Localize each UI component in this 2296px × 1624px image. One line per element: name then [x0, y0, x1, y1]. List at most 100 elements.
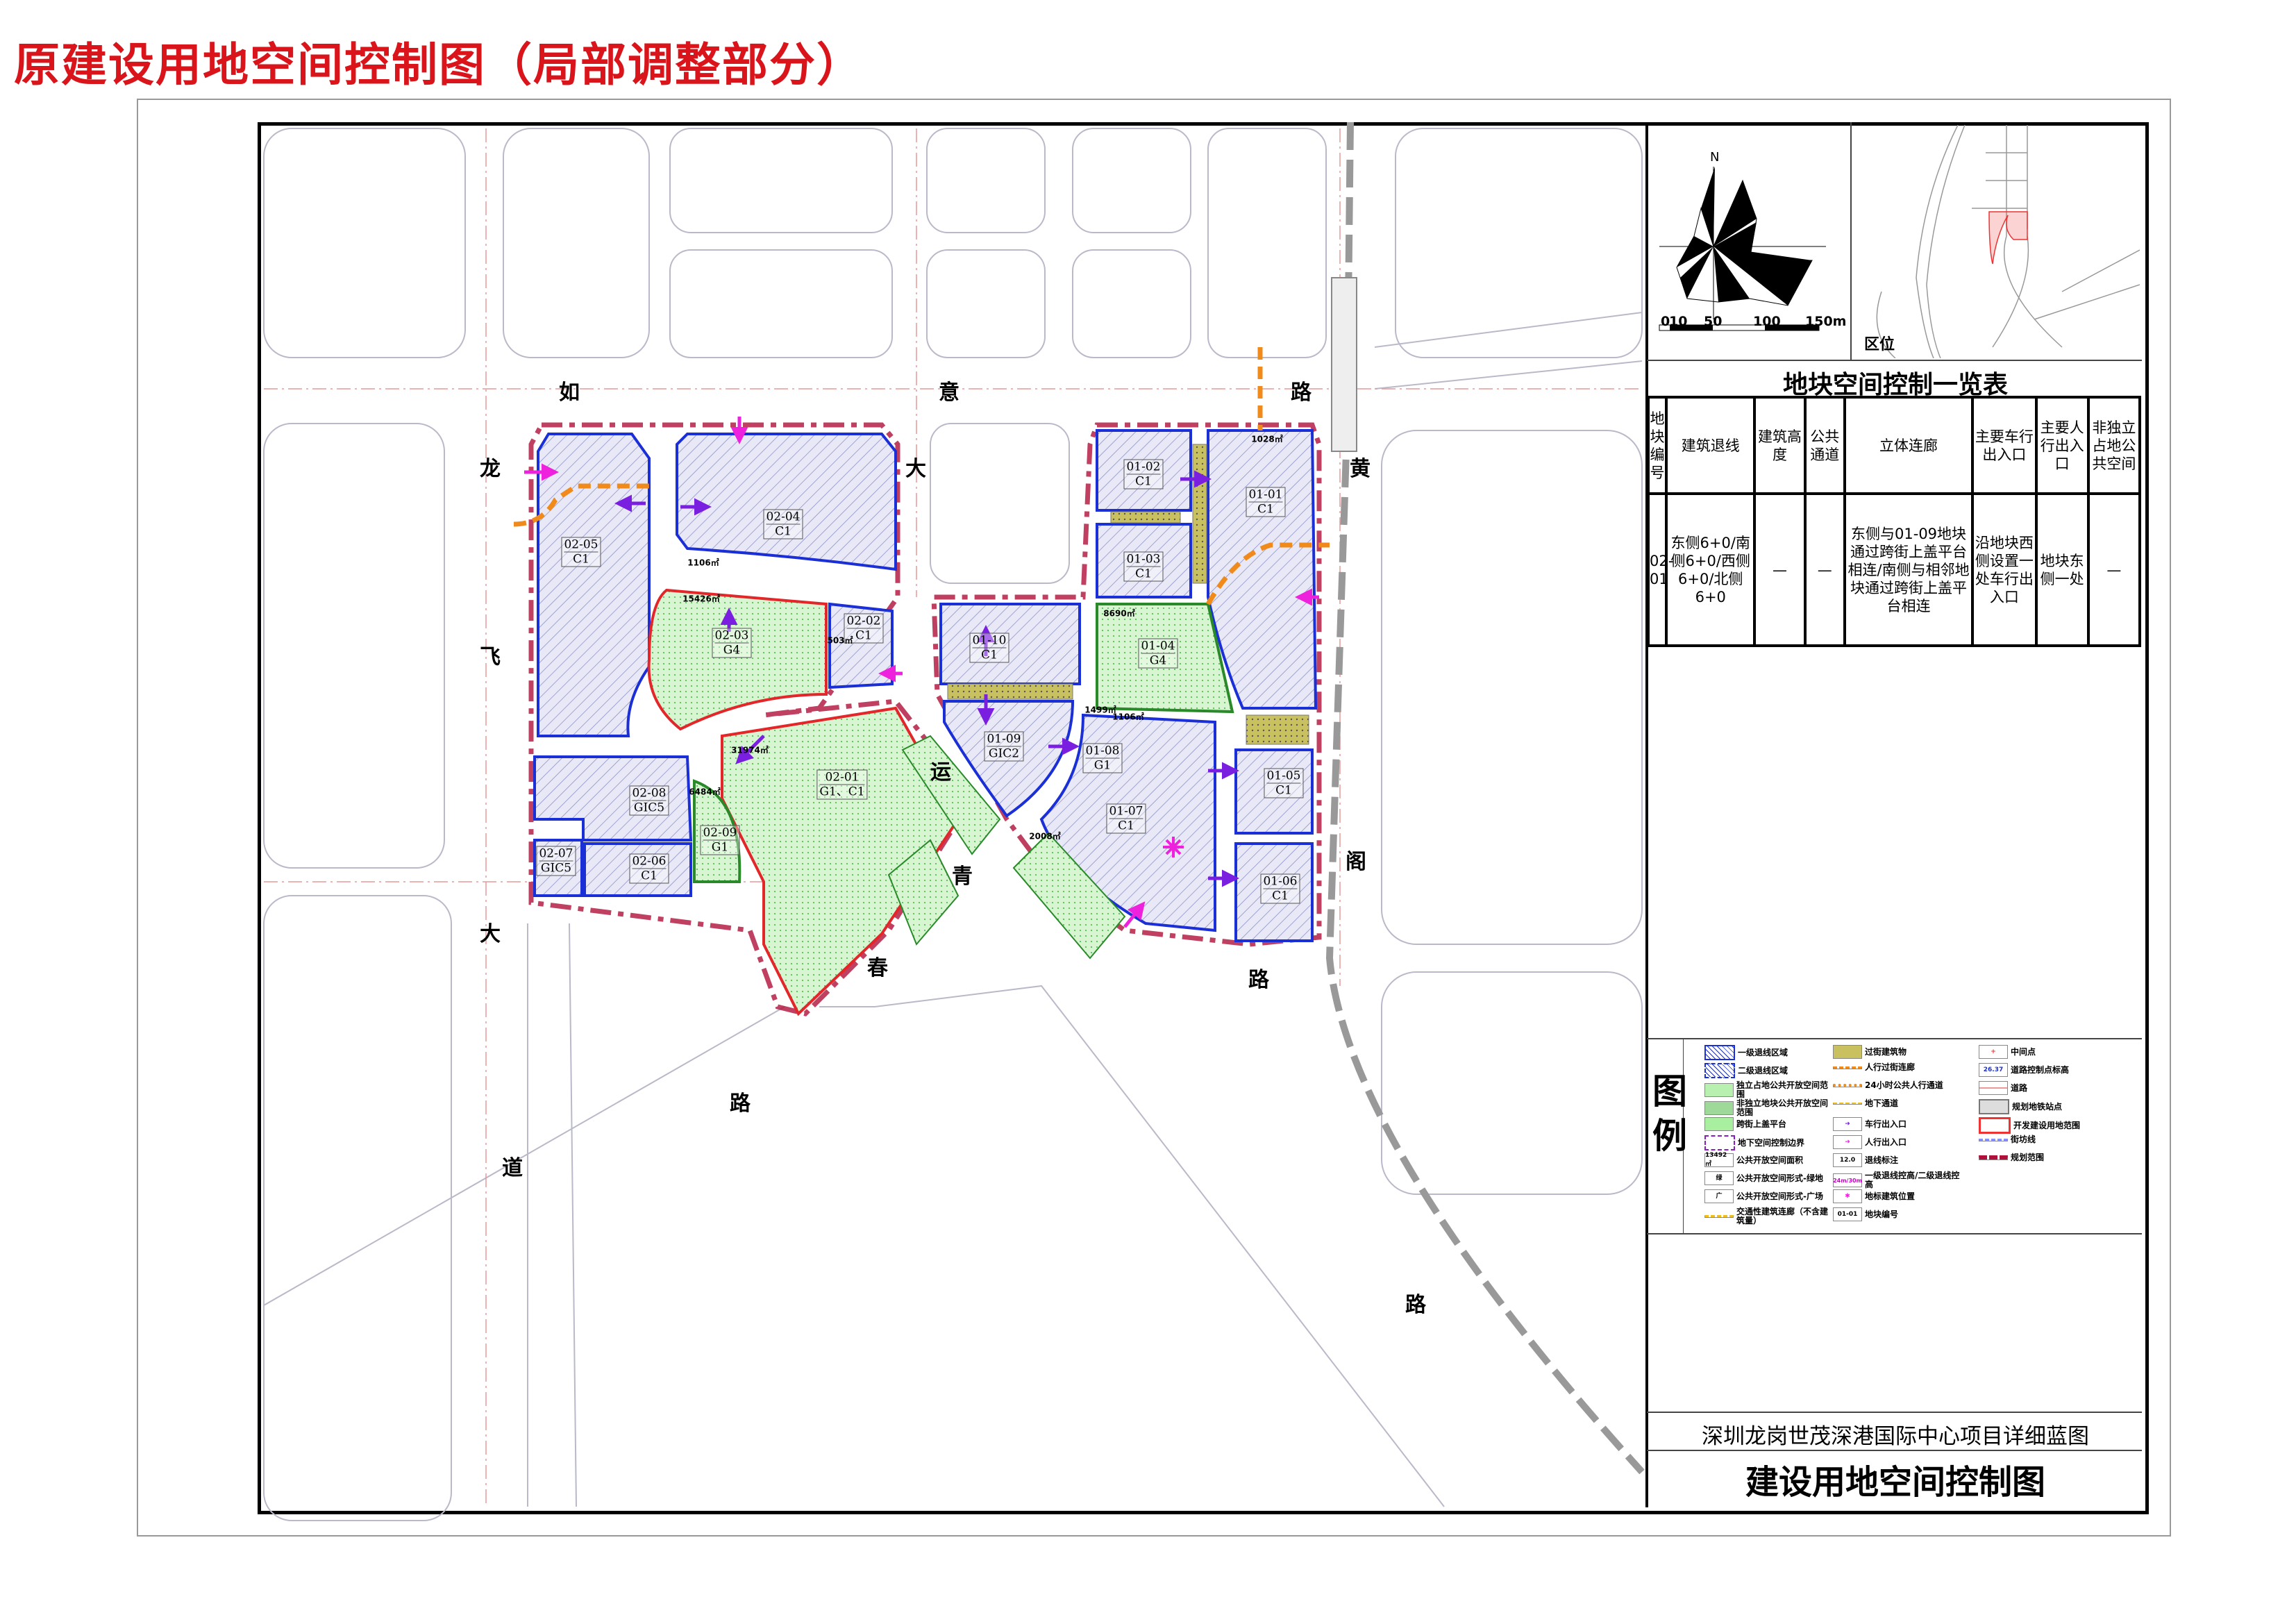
- area-label: 31974㎡: [731, 745, 769, 755]
- 12-0-swatch-icon: 12.0: [1833, 1153, 1862, 1167]
- metro-station-icon: [1331, 277, 1357, 452]
- table-header: 主要车行出入口: [1971, 396, 2038, 495]
- divider: [1683, 1039, 1684, 1233]
- parcel-02-02: [828, 602, 894, 689]
- road-label: 道: [502, 1156, 523, 1180]
- scale-label: 50: [1704, 314, 1723, 329]
- location-map-label: 区位: [1864, 336, 1895, 353]
- legend-item: 交通性建筑连廊（不含建筑量）: [1704, 1207, 1833, 1225]
- orange-arrows-swatch-icon: [1833, 1103, 1862, 1105]
- pedestrian-corridors: [513, 347, 1330, 605]
- legend-item: 绿公共开放空间形式-绿地: [1704, 1171, 1823, 1185]
- table-cell: 东侧6+0/南侧6+0/西侧6+0/北侧6+0: [1665, 492, 1757, 647]
- legend-label: 街坊线: [2011, 1135, 2036, 1144]
- legend-label: 开发建设用地范围: [2013, 1120, 2081, 1130]
- parcel-01-01: [1207, 429, 1318, 710]
- crimson-dash-swatch-icon: [1979, 1155, 2008, 1160]
- metro-swatch-icon: [1979, 1099, 2009, 1114]
- legend-label: 公共开放空间形式-绿地: [1736, 1173, 1823, 1183]
- legend-label: 非独立地块公共开放空间范围: [1736, 1098, 1829, 1117]
- parcel-01-05: [1234, 748, 1314, 835]
- legend-item: 地下通道: [1833, 1099, 1898, 1108]
- parcel-02-03: [647, 588, 828, 731]
- legend-label: 规划地铁站点: [2012, 1101, 2063, 1112]
- legend-label: 中间点: [2011, 1046, 2036, 1057]
- divider: [1647, 1233, 2142, 1234]
- legend-label: 公共开放空间面积: [1736, 1155, 1804, 1165]
- table-row: 02-01 东侧6+0/南侧6+0/西侧6+0/北侧6+0 — — 东侧与01-…: [1646, 492, 2142, 647]
- purple-arrow-swatch-icon: ➜: [1833, 1117, 1862, 1131]
- green-dots-swatch-icon: [1704, 1083, 1734, 1097]
- legend-label: 地下通道: [1865, 1098, 1899, 1108]
- --swatch-icon: 广: [1704, 1189, 1734, 1203]
- vehicle-entrances: [614, 470, 1239, 887]
- road-label: 阁: [1346, 850, 1366, 874]
- green-dots-dark-swatch-icon: [1704, 1101, 1734, 1115]
- scale-label: 150m: [1805, 314, 1847, 329]
- legend-label: 过街建筑物: [1865, 1046, 1907, 1057]
- table-header: 公共通道: [1803, 396, 1846, 495]
- legend-label: 退线标注: [1865, 1155, 1899, 1165]
- table-cell: —: [2086, 492, 2142, 647]
- control-table: 地块编号 建筑退线 建筑高度 公共通道 立体连廊 主要车行出入口 主要人行出入口…: [1646, 396, 2142, 647]
- project-name: 深圳龙岗世茂深港国际中心项目详细蓝图: [1702, 1424, 2089, 1449]
- pedestrian-entrances: [524, 417, 1319, 928]
- table-cell: 地块东侧一处: [2034, 492, 2090, 647]
- legend-item: 广公共开放空间形式-广场: [1704, 1189, 1823, 1203]
- scale-label: 0: [1661, 314, 1670, 329]
- area-label: 2008㎡: [1029, 831, 1061, 842]
- legend-item: 24小时公共人行通道: [1833, 1081, 1943, 1090]
- area-label: 1499㎡: [1084, 705, 1116, 715]
- legend-label: 道路控制点标高: [2011, 1064, 2070, 1075]
- parcel-02-04: [676, 433, 897, 571]
- legend-item: +中间点: [1979, 1045, 2036, 1059]
- legend-label: 交通性建筑连廊（不含建筑量）: [1736, 1207, 1829, 1225]
- table-header: 立体连廊: [1843, 396, 1975, 495]
- road-label: 大: [905, 457, 926, 481]
- table-header: 地块编号: [1646, 396, 1668, 495]
- legend-item: 规划地铁站点: [1979, 1099, 2062, 1114]
- table-cell: 02-01: [1646, 492, 1673, 647]
- legend-item: ➜车行出入口: [1833, 1117, 1907, 1131]
- legend-label: 人行过街连廊: [1865, 1062, 1916, 1072]
- area-label: 1028㎡: [1251, 434, 1283, 444]
- legend-label: 人行出入口: [1865, 1137, 1907, 1147]
- drawing-title: 建设用地空间控制图: [1745, 1463, 2045, 1502]
- legend-item: 街坊线: [1979, 1135, 2036, 1144]
- legend-label: 地下空间控制边界: [1738, 1137, 1805, 1148]
- legend-label: 公共开放空间形式-广场: [1736, 1191, 1823, 1201]
- legend-item: ✱地标建筑位置: [1833, 1189, 1915, 1203]
- legend-label: 车行出入口: [1865, 1119, 1907, 1129]
- legend-label: 二级退线区域: [1738, 1065, 1788, 1075]
- location-map: [1876, 125, 2140, 358]
- green-light-swatch-icon: [1704, 1117, 1734, 1131]
- divider: [1647, 1038, 2142, 1039]
- 01-01-swatch-icon: 01-01: [1833, 1207, 1862, 1221]
- north-label: N: [1710, 150, 1719, 165]
- legend-item: 地下空间控制边界: [1704, 1135, 1804, 1150]
- outer-frame: [137, 99, 2171, 1537]
- parcel-01-06: [1234, 842, 1314, 942]
- road-label: 意: [939, 380, 960, 405]
- city-blocks: [263, 128, 1643, 1521]
- --swatch-icon: +: [1979, 1045, 2008, 1059]
- parcel-shapes: [533, 429, 1318, 1016]
- hatch-blue-dash-swatch-icon: [1704, 1063, 1735, 1078]
- area-label: 6484㎡: [689, 787, 721, 797]
- scale-label: 10: [1669, 314, 1688, 329]
- road-label: 青: [952, 864, 973, 889]
